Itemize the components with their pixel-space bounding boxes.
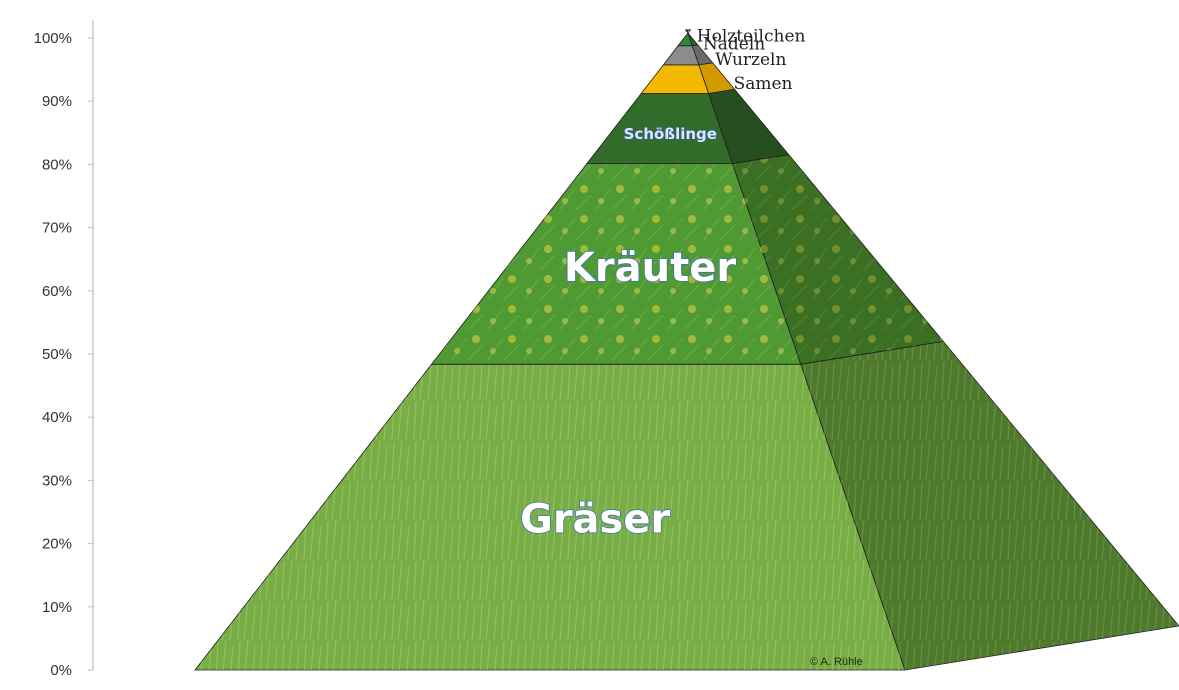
copyright-credit: © A. Rühle [810,656,863,668]
band-label-samen: Samen [734,74,793,94]
y-tick-label: 0% [50,662,72,679]
y-tick-label: 20% [42,536,72,553]
band-label-holzteilchen: Holzteilchen [697,26,806,46]
band-label-schoesslinge: Schößlinge [624,125,717,143]
y-tick-label: 40% [42,409,72,426]
y-tick-label: 70% [42,220,72,237]
band-front-samen [641,65,708,94]
y-axis: 0% 10% 20% 30% 40% 50% 60% 70% 80% 90% 100% [34,20,93,679]
y-tick-label: 80% [42,156,72,173]
y-tick-label: 10% [42,599,72,616]
y-tick-label: 50% [42,346,72,363]
y-tick-label: 90% [42,93,72,110]
band-label-graeser: Gräser [520,496,670,542]
y-tick-label: 60% [42,283,72,300]
y-tick-label: 100% [34,30,72,47]
band-label-kraeuter: Kräuter [564,245,736,291]
y-tick-label: 30% [42,472,72,489]
